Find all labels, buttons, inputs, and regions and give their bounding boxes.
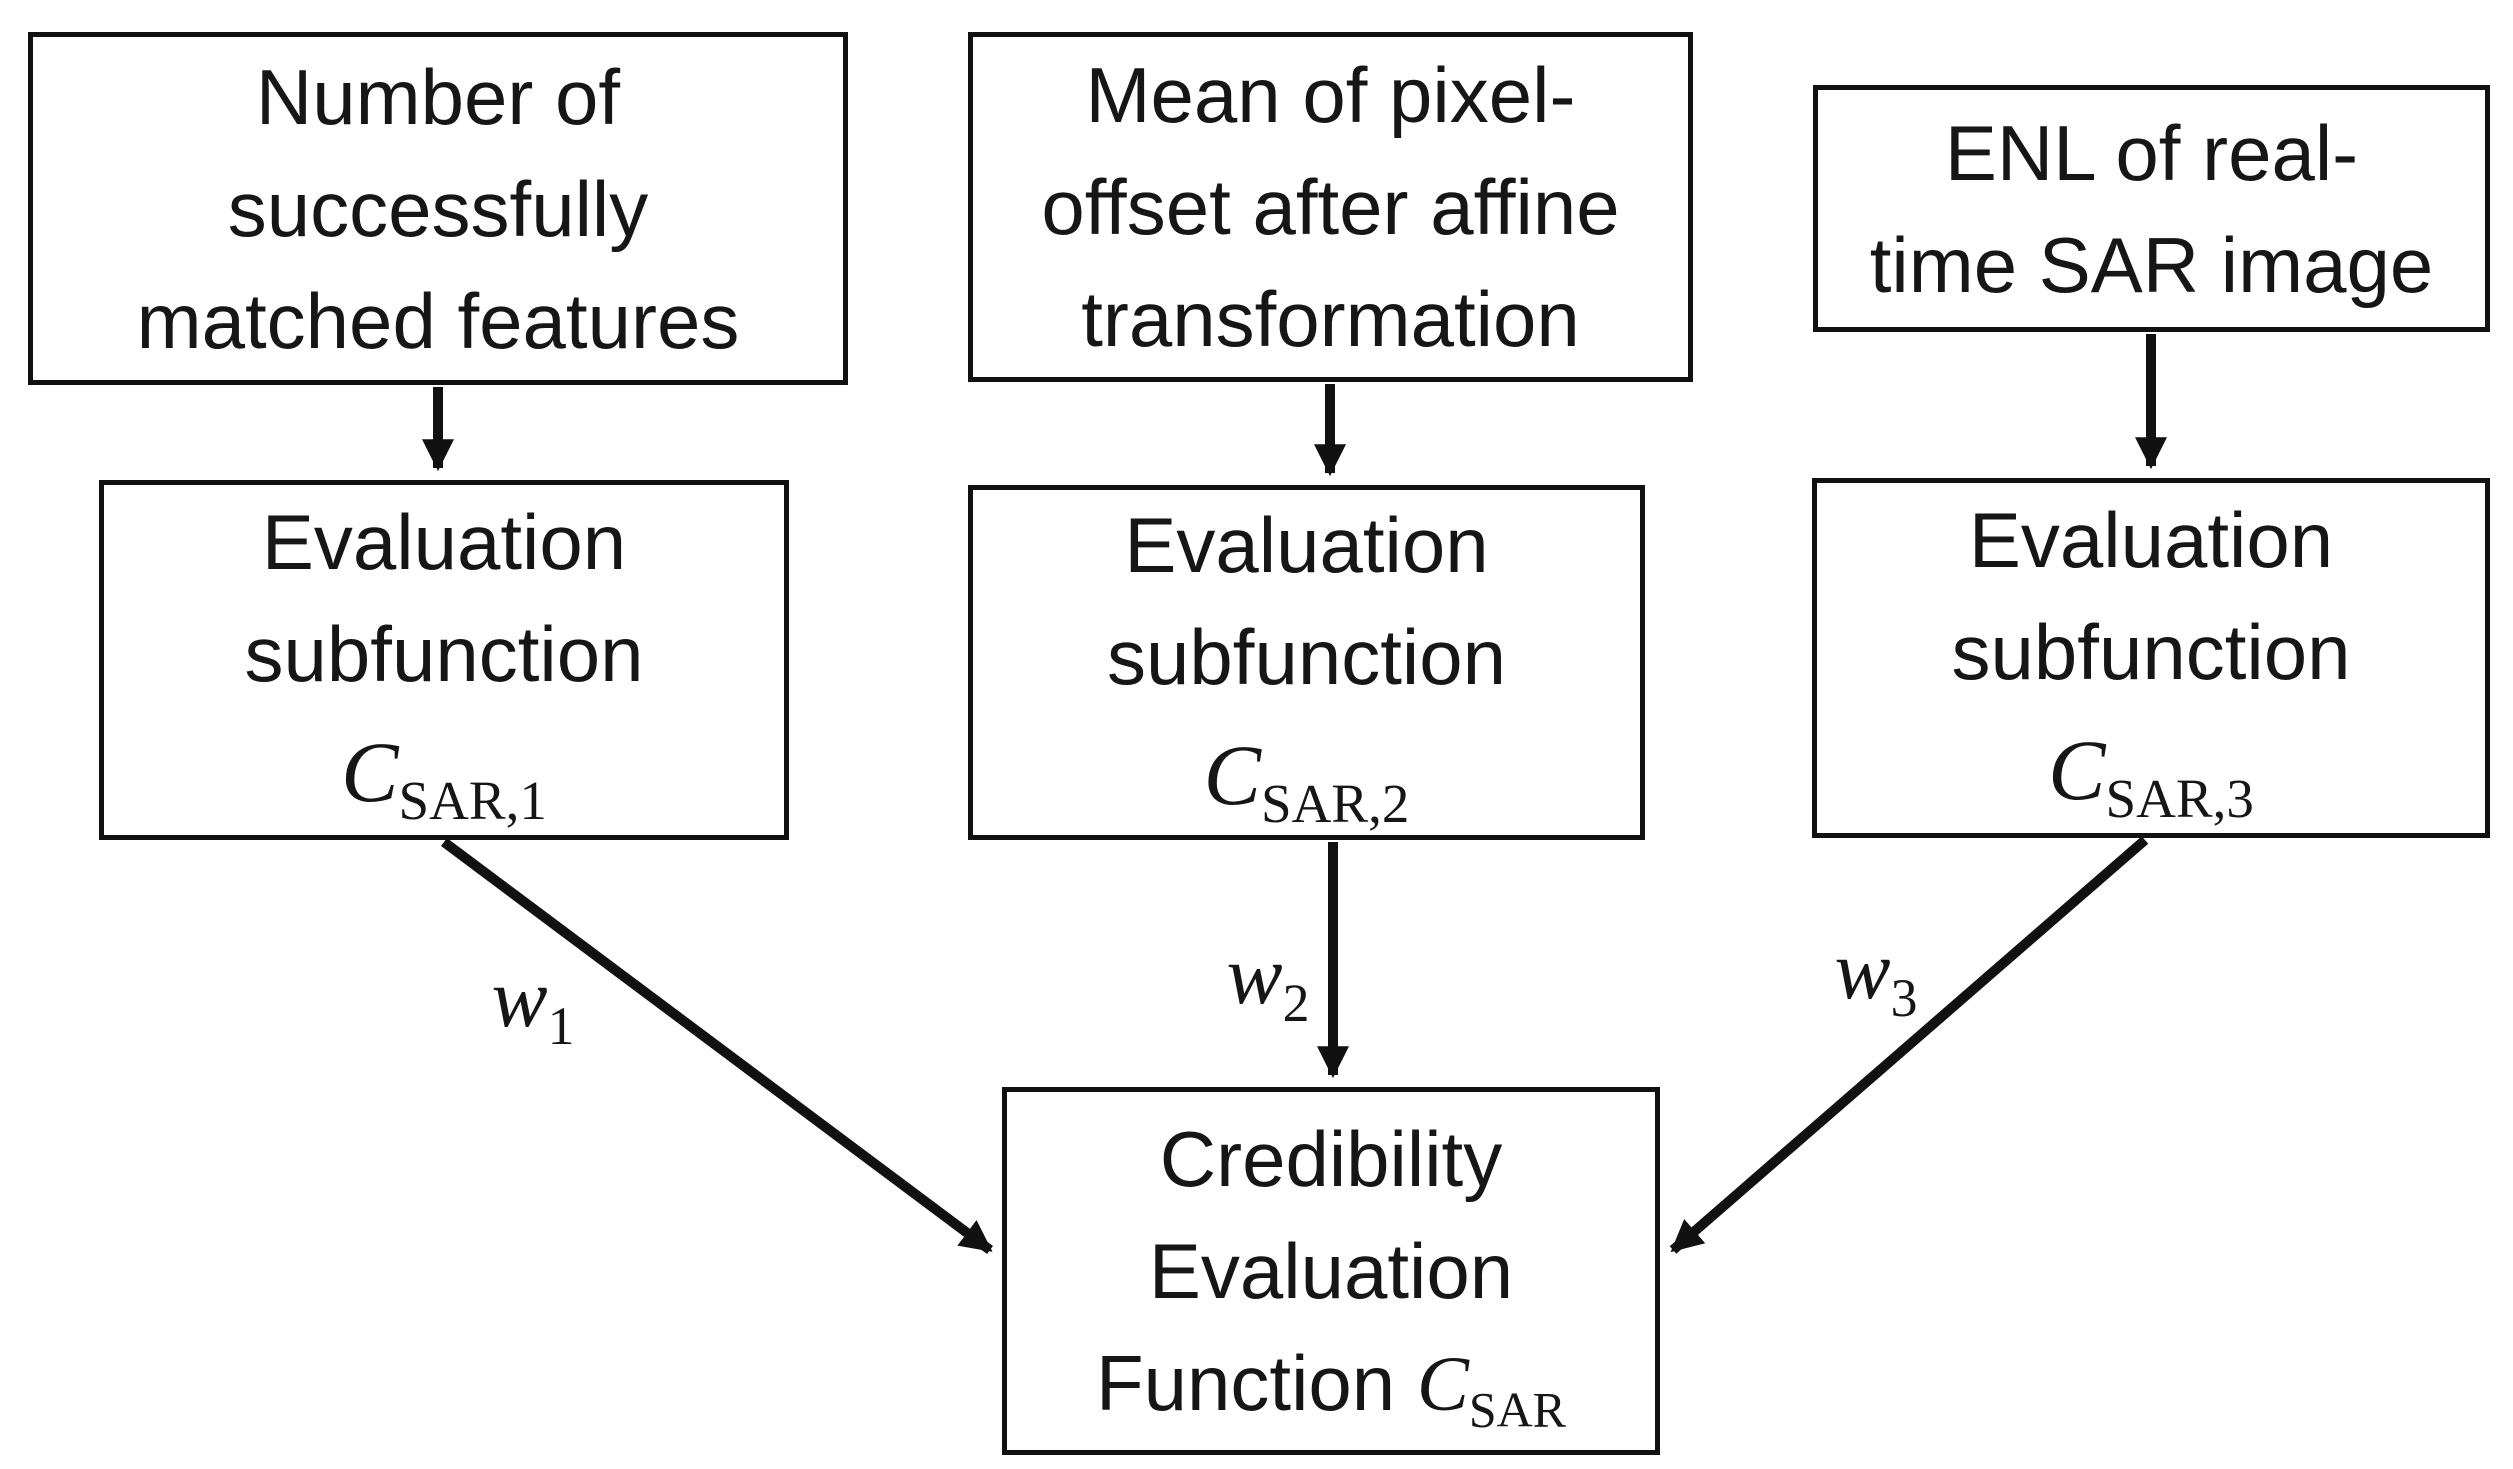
math-subscript: 2 bbox=[1282, 972, 1310, 1033]
arrow-sub3-to-output bbox=[1669, 836, 2149, 1254]
math-subscript: 1 bbox=[547, 995, 575, 1056]
box-text-line: Credibility bbox=[1159, 1114, 1503, 1203]
math-symbol-w: w bbox=[1834, 924, 1891, 1017]
box-text-line: subfunction bbox=[1951, 608, 2351, 696]
math-symbol-w: w bbox=[491, 952, 548, 1045]
subfunction-symbol-2: CSAR,2 bbox=[1204, 713, 1410, 837]
box-text-line: offset after affine bbox=[1041, 163, 1620, 251]
math-symbol-c: C bbox=[1203, 726, 1262, 823]
math-subscript: SAR,3 bbox=[2105, 768, 2254, 830]
box-text-line: successfully bbox=[227, 164, 649, 253]
math-symbol-w: w bbox=[1226, 929, 1283, 1022]
box-evaluation-subfunction-3: Evaluation subfunction CSAR,3 bbox=[1812, 478, 2490, 838]
math-symbol-c: C bbox=[1416, 1339, 1469, 1427]
box-text-line: Number of bbox=[255, 52, 621, 141]
math-symbol-c: C bbox=[341, 724, 399, 820]
box-text-line: Evaluation bbox=[1148, 1226, 1514, 1315]
box-text-line: transformation bbox=[1081, 275, 1580, 363]
box-text-line: Mean of pixel- bbox=[1085, 51, 1576, 139]
output-function-prefix: Function bbox=[1096, 1338, 1417, 1427]
box-text-line: Evaluation bbox=[1968, 496, 2334, 584]
box-evaluation-subfunction-2: Evaluation subfunction CSAR,2 bbox=[968, 485, 1645, 840]
math-subscript: SAR bbox=[1468, 1382, 1566, 1438]
weight-label-w1: w1 bbox=[491, 949, 575, 1053]
math-subscript: 3 bbox=[1890, 967, 1918, 1028]
box-text-line: subfunction bbox=[244, 610, 644, 698]
math-symbol-c: C bbox=[2048, 722, 2106, 818]
box-credibility-evaluation-function: Credibility Evaluation Function CSAR bbox=[1002, 1087, 1660, 1455]
box-number-of-matched-features: Number of successfully matched features bbox=[28, 32, 848, 385]
box-enl-real-time-sar: ENL of real- time SAR image bbox=[1813, 85, 2490, 332]
box-text-line: subfunction bbox=[1107, 612, 1506, 701]
weight-label-w3: w3 bbox=[1834, 921, 1918, 1025]
weight-label-w2: w2 bbox=[1226, 926, 1310, 1030]
box-evaluation-subfunction-1: Evaluation subfunction CSAR,1 bbox=[99, 480, 789, 840]
box-text-line: ENL of real- bbox=[1944, 108, 2359, 197]
output-function-line: Function CSAR bbox=[1096, 1327, 1566, 1440]
box-text-line: Evaluation bbox=[1124, 500, 1489, 589]
math-subscript: SAR,2 bbox=[1261, 772, 1410, 834]
box-text-line: matched features bbox=[136, 276, 740, 365]
subfunction-symbol-3: CSAR,3 bbox=[2048, 708, 2254, 832]
subfunction-symbol-1: CSAR,1 bbox=[341, 710, 547, 834]
box-text-line: Evaluation bbox=[261, 498, 627, 586]
box-text-line: time SAR image bbox=[1869, 220, 2434, 309]
math-subscript: SAR,1 bbox=[398, 770, 547, 832]
box-mean-pixel-offset: Mean of pixel- offset after affine trans… bbox=[968, 32, 1693, 382]
